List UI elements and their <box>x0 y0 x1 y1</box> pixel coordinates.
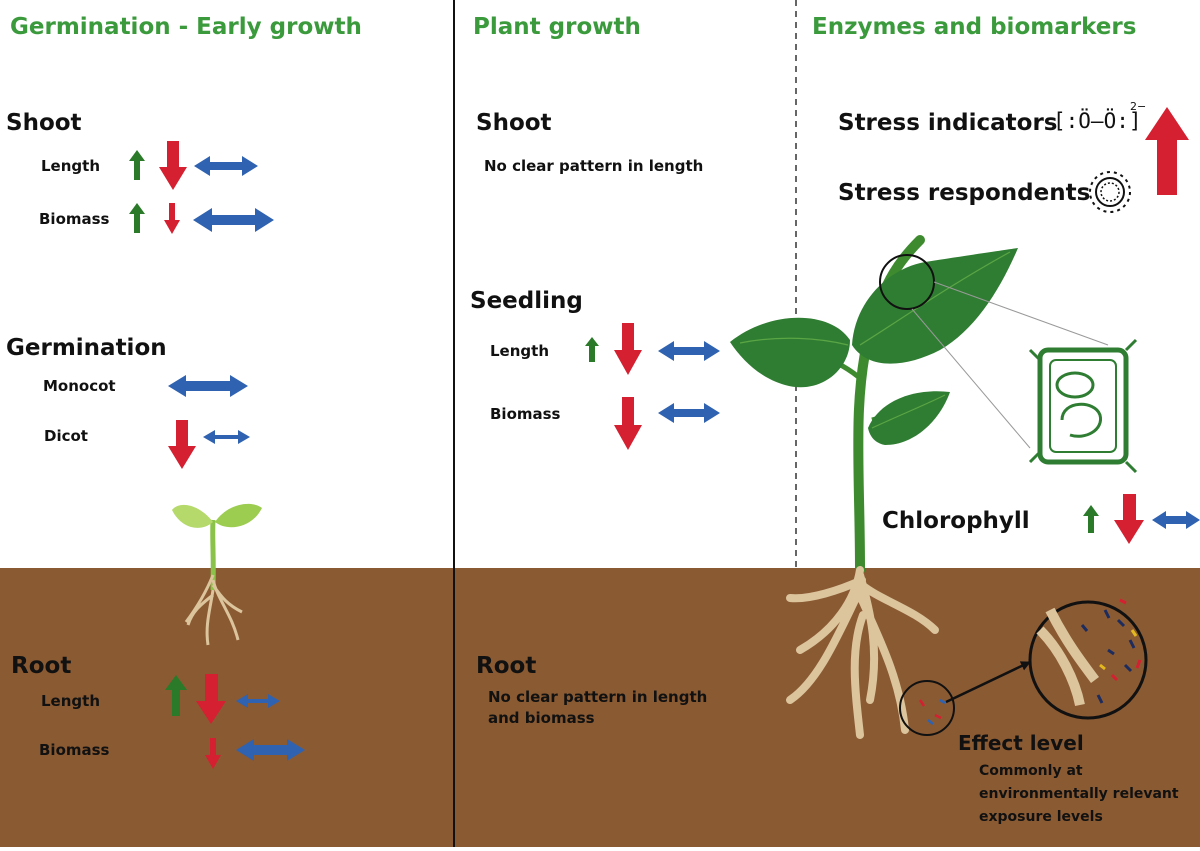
chlorophyll-label: Chlorophyll <box>882 508 1030 534</box>
decrease-arrow-icon <box>1114 494 1144 544</box>
seedling-biomass-label: Biomass <box>490 405 561 423</box>
decrease-arrow-icon <box>614 397 642 450</box>
no-effect-arrow-icon <box>658 403 720 423</box>
shoot-heading: Shoot <box>476 110 552 136</box>
increase-arrow-icon <box>129 150 145 180</box>
no-effect-arrow-icon <box>168 375 248 397</box>
effect-level-line3: exposure levels <box>979 809 1103 825</box>
superoxide-charge: 2− <box>1130 100 1147 113</box>
root-note-line2: and biomass <box>488 709 595 727</box>
decrease-arrow-icon <box>614 323 642 375</box>
monocot-label: Monocot <box>43 377 116 395</box>
decrease-arrow-icon <box>196 674 226 724</box>
shoot-biomass-label: Biomass <box>39 210 110 228</box>
decrease-arrow-icon <box>1145 107 1189 195</box>
root-heading: Root <box>11 653 72 679</box>
stress-respondents-label: Stress respondents <box>838 180 1091 206</box>
no-effect-arrow-icon <box>658 341 720 361</box>
no-effect-arrow-icon <box>236 694 280 708</box>
no-effect-arrow-icon <box>203 430 250 444</box>
dicot-label: Dicot <box>44 427 88 445</box>
soil-background <box>0 568 1200 847</box>
shoot-length-label: Length <box>41 157 100 175</box>
effect-level-line2: environmentally relevant <box>979 786 1179 802</box>
no-effect-arrow-icon <box>193 208 274 232</box>
increase-arrow-icon <box>165 675 187 716</box>
no-effect-arrow-icon <box>194 156 258 176</box>
decrease-arrow-icon <box>159 141 187 190</box>
germination-heading: Germination <box>6 335 167 361</box>
plant-illustration <box>730 235 1148 739</box>
decrease-arrow-icon <box>164 203 180 234</box>
increase-arrow-icon <box>129 203 145 233</box>
seedling-heading: Seedling <box>470 288 583 314</box>
root-length-label: Length <box>41 692 100 710</box>
decrease-arrow-icon <box>205 738 221 769</box>
panel-title-enzymes: Enzymes and biomarkers <box>812 14 1137 40</box>
increase-arrow-icon <box>1083 505 1099 533</box>
panel-title-plant-growth: Plant growth <box>473 14 641 40</box>
no-effect-arrow-icon <box>236 739 305 761</box>
seedling-sprout-illustration <box>172 503 262 646</box>
effect-level-line1: Commonly at <box>979 763 1083 779</box>
enzyme-molecule-icon <box>1089 171 1131 213</box>
effect-level-heading: Effect level <box>958 731 1084 755</box>
panel-title-germination: Germination - Early growth <box>10 14 362 40</box>
no-effect-arrow-icon <box>1152 511 1200 529</box>
shoot-heading: Shoot <box>6 110 82 136</box>
seedling-length-label: Length <box>490 342 549 360</box>
root-biomass-label: Biomass <box>39 741 110 759</box>
decrease-arrow-icon <box>168 420 196 469</box>
stress-indicators-label: Stress indicators <box>838 110 1058 136</box>
shoot-note: No clear pattern in length <box>484 157 704 175</box>
root-heading: Root <box>476 653 537 679</box>
superoxide-formula: [:Ö–Ö:] <box>1053 109 1142 133</box>
root-note-line1: No clear pattern in length <box>488 688 708 706</box>
increase-arrow-icon <box>585 337 599 362</box>
